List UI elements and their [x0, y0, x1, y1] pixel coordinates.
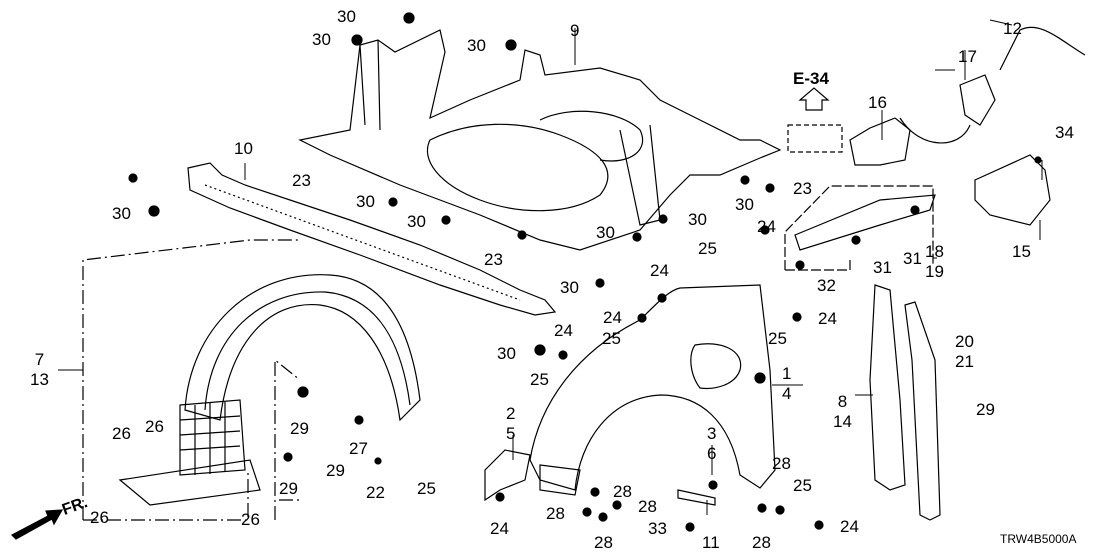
callout-28: 28	[613, 482, 632, 501]
callout-3-6: 3 6	[707, 424, 717, 463]
callout-26: 26	[145, 417, 164, 436]
fasteners	[128, 12, 1042, 532]
callout-32: 32	[817, 276, 836, 295]
callout-28: 28	[594, 533, 613, 552]
callout-20-21: 20 21	[955, 332, 974, 371]
callout-2-5: 2 5	[506, 404, 516, 443]
callout-30: 30	[337, 7, 356, 26]
callout-28: 28	[752, 533, 771, 552]
charge-port-drawing	[787, 26, 1086, 226]
callout-24: 24	[490, 519, 509, 538]
seal-drawing	[904, 301, 941, 521]
callout-25: 25	[530, 370, 549, 389]
callout-33: 33	[648, 519, 667, 538]
callout-23: 23	[793, 179, 812, 198]
callout-10: 10	[234, 139, 253, 158]
callout-24: 24	[650, 261, 669, 280]
callout-1-4: 1 4	[782, 364, 792, 403]
callout-24: 24	[554, 321, 573, 340]
callout-31: 31	[903, 249, 922, 268]
callout-29: 29	[976, 400, 995, 419]
callout-25: 25	[698, 239, 717, 258]
callout-11: 11	[702, 533, 720, 552]
callout-9: 9	[570, 21, 580, 40]
leader-lines	[58, 19, 1043, 515]
side-cover-drawing	[869, 284, 906, 491]
callout-23: 23	[292, 171, 311, 190]
callout-30: 30	[560, 278, 579, 297]
callout-30: 30	[688, 210, 707, 229]
callout-30: 30	[596, 223, 615, 242]
callout-30: 30	[735, 195, 754, 214]
front-arrow-icon	[11, 509, 64, 540]
bracket-drawing	[484, 449, 531, 502]
callout-26: 26	[90, 508, 109, 527]
callout-24: 24	[818, 309, 837, 328]
fender-drawing	[529, 284, 776, 496]
callout-15: 15	[1012, 242, 1031, 261]
callout-25: 25	[793, 476, 812, 495]
callout-29: 29	[326, 461, 345, 480]
callout-29: 29	[279, 479, 298, 498]
callout-18-19: 18 19	[925, 242, 944, 281]
callout-23: 23	[484, 250, 503, 269]
callout-22: 22	[366, 483, 385, 502]
callout-30: 30	[312, 30, 331, 49]
callout-28: 28	[772, 454, 791, 473]
upper-cover-drawing	[784, 185, 936, 271]
callout-27: 27	[349, 439, 368, 458]
splash-shield-drawing	[298, 29, 782, 251]
callout-30: 30	[497, 344, 516, 363]
callout-30: 30	[407, 212, 426, 231]
diagram-code: TRW4B5000A	[1000, 532, 1077, 546]
callout-26: 26	[112, 424, 131, 443]
callout-25: 25	[417, 479, 436, 498]
callout-7-13: 7 13	[30, 350, 49, 389]
callout-8-14: 8 14	[833, 392, 852, 431]
callout-24: 24	[757, 217, 776, 236]
callout-34: 34	[1055, 123, 1074, 142]
stay-drawing	[677, 489, 716, 506]
callout-31: 31	[873, 258, 892, 277]
callout-30: 30	[112, 204, 131, 223]
callout-30: 30	[356, 192, 375, 211]
callout-24: 24	[840, 517, 859, 536]
callout-17: 17	[958, 47, 977, 66]
side-undercover-drawing	[187, 162, 557, 316]
callout-29: 29	[290, 419, 309, 438]
callout-16: 16	[868, 93, 887, 112]
callout-24: 24	[603, 308, 622, 327]
callout-25: 25	[602, 329, 621, 348]
reference-e34[interactable]: E-34	[793, 69, 829, 88]
inner-fender-drawing	[82, 239, 421, 521]
callout-28: 28	[638, 497, 657, 516]
callout-28: 28	[546, 504, 565, 523]
callout-26: 26	[241, 510, 260, 529]
callout-30: 30	[467, 36, 486, 55]
callout-12: 12	[1003, 19, 1022, 38]
callout-25: 25	[768, 329, 787, 348]
